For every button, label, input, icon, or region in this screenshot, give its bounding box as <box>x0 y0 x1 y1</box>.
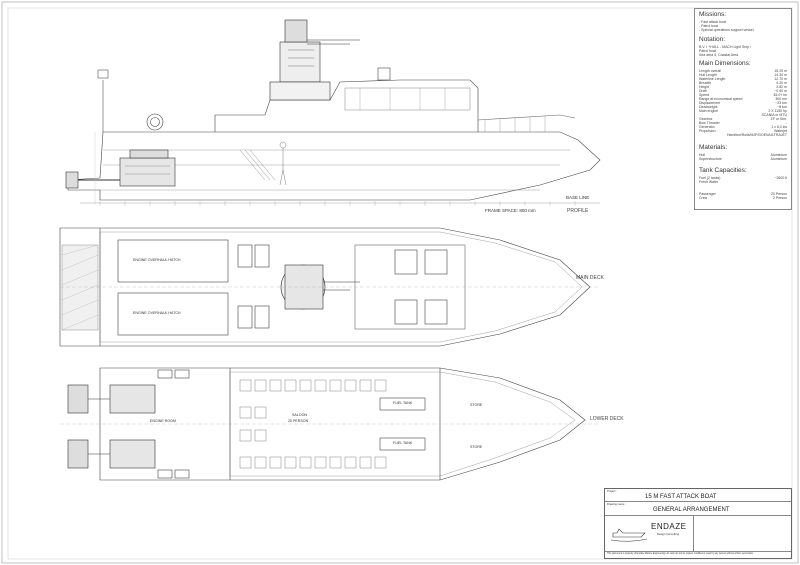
mission-item: - Fast attack boat <box>699 20 727 24</box>
drawing-name-label: Drawing name : <box>607 503 626 506</box>
engine-hatch-lower <box>117 292 229 336</box>
saloon-label: SALOON <box>292 413 307 417</box>
hatch-label-upper: ENGINE OVERHAUL HATCH <box>133 258 181 262</box>
tanks-heading: Tank Capacities: <box>699 167 747 174</box>
inner-border <box>7 7 793 560</box>
saloon-persons-label: 20 PERSON <box>288 419 309 423</box>
ownership-notice: This document is property of Endaze Mari… <box>607 553 754 555</box>
company-subtitle: Design Consulting <box>657 533 679 536</box>
saloon-seats <box>239 379 387 469</box>
tank-row: Fuel (2 tanks)~2600 lt <box>699 176 787 180</box>
life-ring <box>146 113 164 131</box>
company-name: ENDAZE <box>651 522 687 531</box>
profile-gun-turret <box>269 19 360 101</box>
main-deck-label: MAIN DECK <box>576 275 604 281</box>
endaze-logo-icon <box>611 528 647 542</box>
project-label: Project : <box>607 490 617 493</box>
main-deck-outline <box>59 227 591 347</box>
profile-view <box>65 19 601 205</box>
dimension-row: Draft~0.90 m <box>699 89 787 93</box>
engine-room-label: ENGINE ROOM <box>150 419 176 423</box>
dimension-row: Deadweight~8 ton <box>699 105 787 109</box>
notation-heading: Notation: <box>699 36 726 43</box>
notation-line: Sea area 4, Coastal Area <box>699 53 739 57</box>
fuel-tank-upper <box>379 397 426 411</box>
tank-row: Fresh Water- <box>699 180 787 184</box>
dimension-row: Bow Thruster- <box>699 121 787 125</box>
title-block: Project : 15 M FAST ATTACK BOAT Drawing … <box>604 488 792 559</box>
fuel-tank-label-lower: FUEL TANK <box>393 441 413 445</box>
base-line-label: BASE LINE <box>566 195 590 200</box>
materials-heading: Materials: <box>699 144 728 151</box>
frame-space-label: FRAME SPACE: 800 mm <box>485 208 536 213</box>
mission-item: - Patrol boat <box>699 24 719 28</box>
lower-deck-outline <box>99 367 586 481</box>
profile-frame-ticks <box>99 201 576 206</box>
dimensions-heading: Main Dimensions: <box>699 60 751 67</box>
hatch-label-lower: ENGINE OVERHAUL HATCH <box>133 311 181 315</box>
store-label-lower: STORE <box>470 445 483 449</box>
fuel-tank-label-upper: FUEL TANK <box>393 401 413 405</box>
specifications-panel: Missions: - Fast attack boat - Patrol bo… <box>694 8 792 210</box>
notation-line: B.V. I +HULL - MACH Light Ship / <box>699 45 751 49</box>
store-label-upper: STORE <box>470 403 483 407</box>
notation-line: Patrol boat <box>699 49 716 53</box>
project-title: 15 M FAST ATTACK BOAT <box>645 494 717 500</box>
missions-heading: Missions: <box>699 11 727 18</box>
drawing-name: GENERAL ARRANGEMENT <box>653 507 730 513</box>
profile-engine <box>65 149 176 189</box>
lower-deck-label: LOWER DECK <box>590 416 624 422</box>
main-deck-view <box>59 227 600 347</box>
profile-label: PROFILE <box>567 208 589 214</box>
fuel-tank-lower <box>379 437 426 451</box>
lower-deck-engines <box>67 384 156 469</box>
lower-deck-view <box>60 367 600 481</box>
engine-hatch-upper <box>117 239 229 283</box>
mission-item: - Special operations support vessel <box>699 28 754 32</box>
dimension-row: Displacement~23 ton <box>699 101 787 105</box>
profile-superstructure <box>214 79 479 132</box>
